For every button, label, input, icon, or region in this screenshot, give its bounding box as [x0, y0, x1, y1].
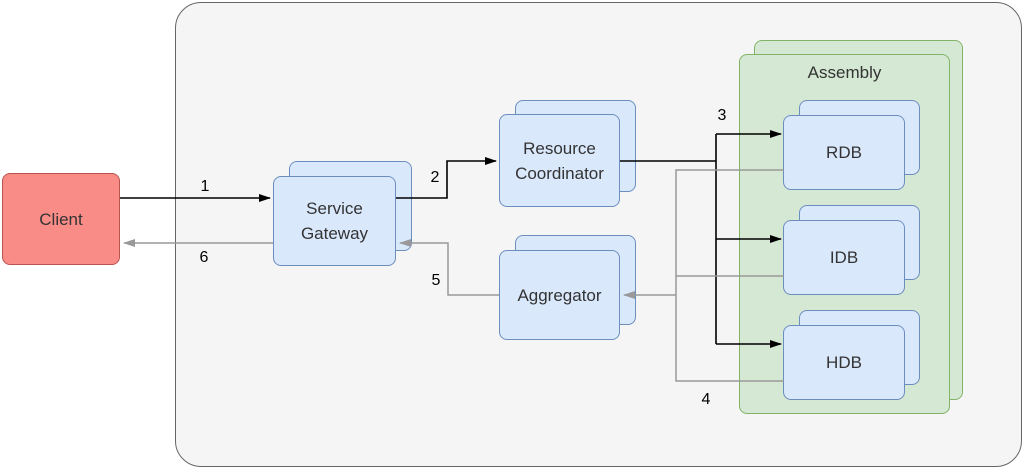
hdb-node: HDB: [783, 325, 905, 400]
idb-node: IDB: [783, 220, 905, 295]
service-gateway-node: Service Gateway: [273, 176, 396, 266]
client-label: Client: [39, 209, 83, 229]
edge-label-5: 5: [431, 272, 441, 289]
rdb-node: RDB: [783, 115, 905, 190]
edge-label-3: 3: [717, 107, 727, 124]
edge-label-1: 1: [200, 178, 210, 195]
edge-label-6: 6: [199, 249, 209, 266]
edge-label-4: 4: [701, 391, 711, 408]
client-node: Client: [2, 173, 120, 265]
assembly-group-label: Assembly: [807, 63, 882, 82]
aggregator-label: Aggregator: [517, 285, 602, 305]
rdb-label: RDB: [826, 143, 862, 162]
edge-label-2: 2: [430, 169, 440, 186]
idb-label: IDB: [829, 248, 859, 267]
service-gateway-label: Service Gateway: [300, 199, 369, 243]
resource-coordinator-node: Resource Coordinator: [499, 114, 620, 207]
resource-coordinator-label: Resource Coordinator: [515, 138, 604, 183]
aggregator-node: Aggregator: [499, 250, 620, 340]
hdb-label: HDB: [826, 353, 862, 372]
